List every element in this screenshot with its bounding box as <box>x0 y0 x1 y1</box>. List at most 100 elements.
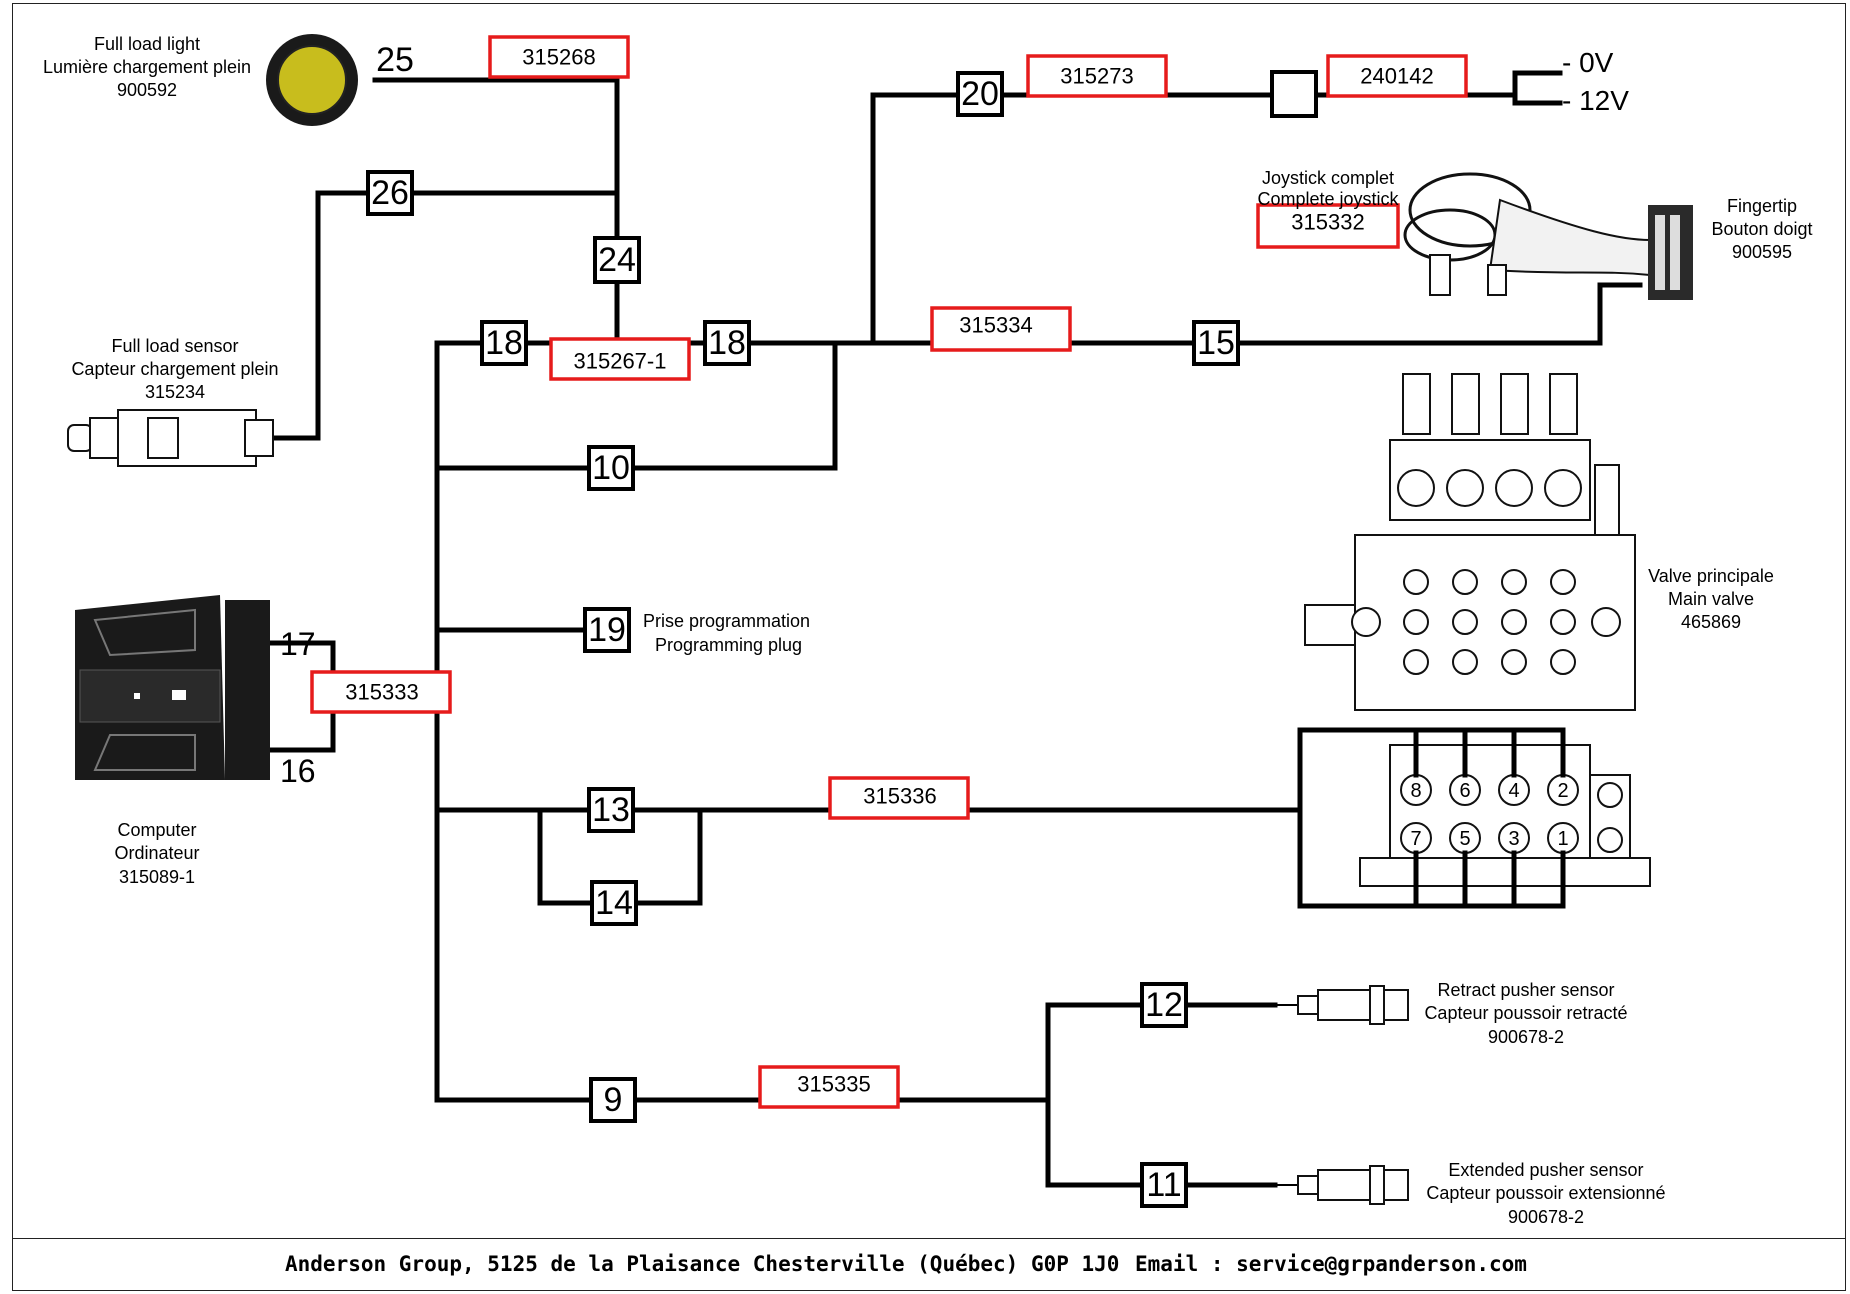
connector-14-label: 14 <box>595 884 633 922</box>
full-load-sensor-label: Full load sensor Capteur chargement plei… <box>71 336 278 402</box>
retract-sensor-label: Retract pusher sensor Capteur poussoir r… <box>1424 980 1627 1047</box>
svg-text:Full load light: Full load light <box>94 34 200 54</box>
svg-text:Lumière chargement plein: Lumière chargement plein <box>43 57 251 77</box>
valve-port-label: 1 <box>1557 828 1568 850</box>
part-315336[interactable]: 315336 <box>828 776 970 820</box>
voltage-12v-label: - 12V <box>1562 85 1629 116</box>
valve-port-6: 6 <box>1449 774 1481 806</box>
voltage-0v-label: - 0V <box>1562 47 1614 78</box>
valve-port-label: 4 <box>1508 780 1519 802</box>
footer-divider <box>12 1238 1846 1239</box>
fingertip-icon <box>1648 205 1693 300</box>
power-connector-icon <box>1270 70 1318 118</box>
full-load-light-label: Full load light Lumière chargement plein… <box>43 34 251 100</box>
joystick-label: Joystick complet Complete joystick <box>1257 168 1399 209</box>
computer-icon <box>75 595 270 780</box>
connector-11-label: 11 <box>1146 1166 1181 1204</box>
svg-text:465869: 465869 <box>1681 612 1741 632</box>
part-315267-1[interactable]: 315267-1 <box>549 337 691 381</box>
svg-text:Computer: Computer <box>117 820 196 840</box>
connector-13: 13 <box>587 787 635 833</box>
part-315335[interactable]: 315335 <box>758 1065 900 1109</box>
valve-port-7: 7 <box>1400 822 1432 854</box>
part-315268-label: 315268 <box>522 45 595 70</box>
connector-24: 24 <box>593 236 641 284</box>
part-315333-label: 315333 <box>345 680 418 705</box>
valve-port-label: 5 <box>1459 828 1470 850</box>
footer-email[interactable]: Email : service@grpanderson.com <box>1135 1252 1527 1276</box>
valve-port-1: 1 <box>1547 822 1579 854</box>
svg-text:900595: 900595 <box>1732 242 1792 262</box>
connector-18-right: 18 <box>703 320 751 366</box>
main-valve-icon <box>1304 373 1651 887</box>
part-315334-label: 315334 <box>959 313 1032 338</box>
svg-text:Programming plug: Programming plug <box>655 635 802 655</box>
extended-sensor-label: Extended pusher sensor Capteur poussoir … <box>1426 1160 1665 1227</box>
svg-text:Capteur poussoir retracté: Capteur poussoir retracté <box>1424 1003 1627 1023</box>
footer-address: Anderson Group, 5125 de la Plaisance Che… <box>285 1252 1120 1276</box>
connector-10: 10 <box>587 445 635 491</box>
part-315332-label: 315332 <box>1291 210 1364 235</box>
part-number-boxes: 315268 315273 240142 315332 315334 31526… <box>310 35 1468 1109</box>
wire-sensor <box>269 190 620 441</box>
part-315332[interactable]: 315332 <box>1256 203 1400 249</box>
pin-17-label: 17 <box>280 626 316 662</box>
computer-label: Computer Ordinateur 315089-1 <box>114 820 199 887</box>
svg-text:Retract pusher sensor: Retract pusher sensor <box>1437 980 1614 1000</box>
connector-15-label: 15 <box>1197 324 1235 362</box>
connector-14: 14 <box>590 880 638 926</box>
connector-18-left-label: 18 <box>485 324 523 362</box>
part-240142[interactable]: 240142 <box>1326 54 1468 98</box>
wire-15 <box>1207 282 1643 346</box>
connector-25: 25 <box>376 41 414 79</box>
svg-text:Prise programmation: Prise programmation <box>643 611 810 631</box>
part-315333[interactable]: 315333 <box>310 670 452 714</box>
connector-10-label: 10 <box>592 449 630 487</box>
extended-sensor-icon <box>1275 1165 1409 1205</box>
svg-text:Capteur chargement plein: Capteur chargement plein <box>71 359 278 379</box>
connector-18-left: 18 <box>480 320 528 366</box>
svg-text:315234: 315234 <box>145 382 205 402</box>
part-315273[interactable]: 315273 <box>1026 54 1168 98</box>
svg-text:Valve principale: Valve principale <box>1648 566 1774 586</box>
valve-port-2: 2 <box>1547 774 1579 806</box>
part-315267-1-label: 315267-1 <box>574 349 667 374</box>
valve-spools <box>1403 569 1576 675</box>
part-315273-label: 315273 <box>1060 64 1133 89</box>
part-315268[interactable]: 315268 <box>488 35 630 79</box>
valve-port-5: 5 <box>1449 822 1481 854</box>
connector-24-label: 24 <box>598 241 636 279</box>
svg-text:Joystick complet: Joystick complet <box>1262 168 1394 188</box>
svg-text:900592: 900592 <box>117 80 177 100</box>
svg-text:Complete joystick: Complete joystick <box>1257 189 1399 209</box>
svg-text:900678-2: 900678-2 <box>1488 1027 1564 1047</box>
part-240142-label: 240142 <box>1360 64 1433 89</box>
diagram-frame <box>12 3 1846 1291</box>
connector-20: 20 <box>956 71 1004 117</box>
valve-port-label: 2 <box>1557 780 1568 802</box>
programming-plug-label: Prise programmation Programming plug <box>643 611 810 655</box>
svg-text:Extended pusher sensor: Extended pusher sensor <box>1448 1160 1643 1180</box>
valve-port-label: 6 <box>1459 780 1470 802</box>
full-load-sensor-icon <box>67 409 274 467</box>
valve-handles <box>1389 373 1620 541</box>
part-315334[interactable]: 315334 <box>930 306 1072 352</box>
connector-20-label: 20 <box>961 75 999 113</box>
connector-13-label: 13 <box>592 791 630 829</box>
connector-9: 9 <box>589 1077 637 1123</box>
part-315335-label: 315335 <box>797 1072 870 1097</box>
wire-valve <box>1297 727 1563 909</box>
svg-text:Fingertip: Fingertip <box>1727 196 1797 216</box>
connector-26: 26 <box>366 170 414 216</box>
svg-text:Main valve: Main valve <box>1668 589 1754 609</box>
part-315336-label: 315336 <box>863 784 936 809</box>
valve-port-label: 7 <box>1410 828 1421 850</box>
connector-12: 12 <box>1140 982 1188 1028</box>
fingertip-label: Fingertip Bouton doigt 900595 <box>1711 196 1812 262</box>
connector-9-label: 9 <box>604 1081 623 1119</box>
pin-16-label: 16 <box>280 753 316 789</box>
valve-port-4: 4 <box>1498 774 1530 806</box>
svg-text:Bouton doigt: Bouton doigt <box>1711 219 1812 239</box>
connector-18-right-label: 18 <box>708 324 746 362</box>
